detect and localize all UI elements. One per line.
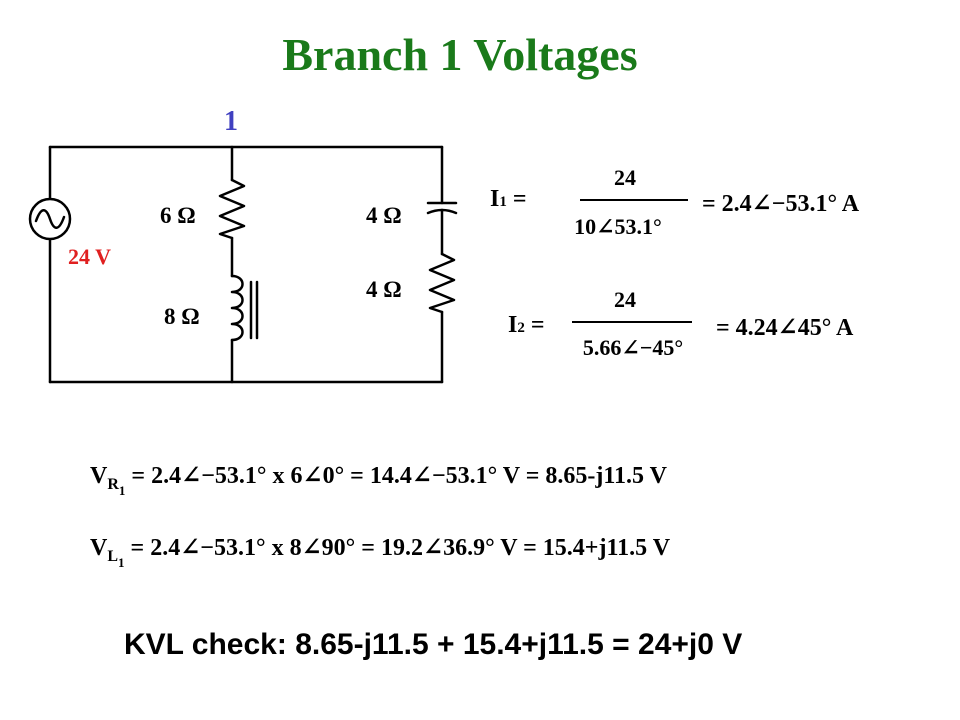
inductor-label: 8 Ω <box>164 304 200 329</box>
i1-denominator: 10∠53.1° <box>574 214 662 239</box>
vl1-equation: VL1 = 2.4∠−53.1° x 8∠90° = 19.2∠36.9° V … <box>90 532 671 570</box>
vl1-subsubscript: 1 <box>118 555 125 570</box>
i1-fraction-bar <box>580 199 688 201</box>
vl1-letter: V <box>90 535 108 561</box>
i2-equals: = <box>530 312 545 338</box>
vr1-letter: V <box>90 463 108 489</box>
vr1-equation: VR1 = 2.4∠−53.1° x 6∠0° = 14.4∠−53.1° V … <box>90 460 667 498</box>
i1-numerator: 24 <box>614 165 636 190</box>
vr1-rhs: = 2.4∠−53.1° x 6∠0° = 14.4∠−53.1° V = 8.… <box>131 463 667 489</box>
i1-result: = 2.4∠−53.1° A <box>702 191 860 217</box>
i2-numerator: 24 <box>614 287 636 312</box>
i1-letter: I <box>490 186 500 212</box>
vl1-rhs: = 2.4∠−53.1° x 8∠90° = 19.2∠36.9° V = 15… <box>130 535 671 561</box>
capacitor-label: 4 Ω <box>366 203 402 228</box>
resistor-6-icon <box>218 178 246 240</box>
resistor-6-label: 6 Ω <box>160 203 196 228</box>
resistor-4-icon <box>428 252 456 314</box>
i1-equals: = <box>512 186 527 212</box>
resistor-4-label: 4 Ω <box>366 277 402 302</box>
vl1-subscript: L <box>107 548 119 565</box>
ac-source-icon <box>28 197 72 241</box>
source-label: 24 V <box>68 244 111 269</box>
i2-denominator: 5.66∠−45° <box>582 335 684 360</box>
i1-subscript: 1 <box>499 194 507 210</box>
node-label: 1 <box>224 106 238 137</box>
kvl-check: KVL check: 8.65-j11.5 + 15.4+j11.5 = 24+… <box>124 628 742 662</box>
kvl-label: KVL check: <box>124 628 287 661</box>
kvl-expression: 8.65-j11.5 + 15.4+j11.5 = 24+j0 V <box>295 628 743 661</box>
vr1-subsubscript: 1 <box>118 483 126 498</box>
i2-symbol: I2 = <box>508 312 545 339</box>
inductor-icon <box>230 274 244 342</box>
ac-source-wave <box>34 209 66 229</box>
i1-symbol: I1 = <box>490 186 527 213</box>
i2-subscript: 2 <box>517 320 525 336</box>
i2-fraction-bar <box>572 321 692 323</box>
i2-letter: I <box>508 312 518 338</box>
i2-result: = 4.24∠45° A <box>716 315 854 341</box>
page-title: Branch 1 Voltages <box>282 29 638 80</box>
vr1-subscript: R <box>107 476 119 493</box>
